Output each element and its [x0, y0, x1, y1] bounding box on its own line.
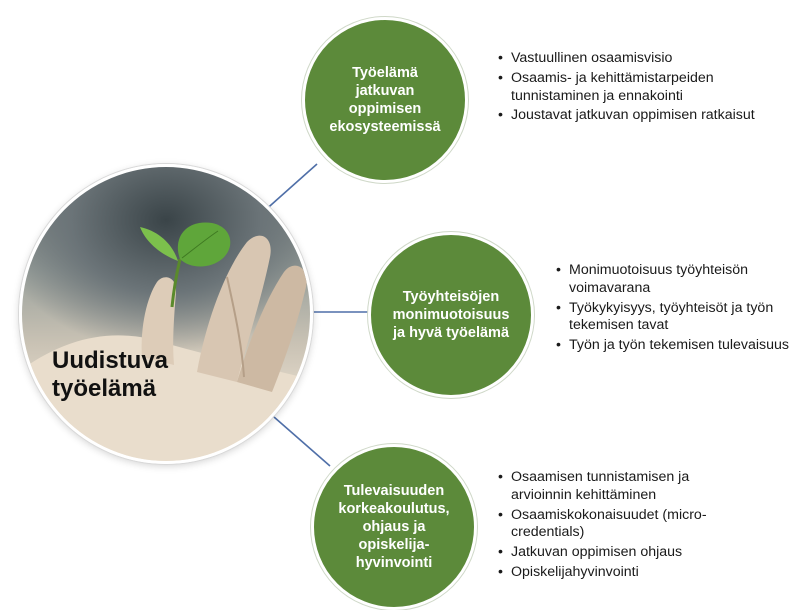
bullet-item: Osaamisen tunnistamisen ja arvioinnin ke… — [497, 469, 737, 505]
finger-2 — [237, 265, 307, 392]
center-title: Uudistuva työelämä — [52, 347, 169, 402]
bullet-item: Osaamiskokonaisuudet (micro-credentials) — [497, 507, 737, 543]
center-photo-circle — [19, 164, 313, 464]
bullet-item: Monimuotoisuus työyhteisön voimavarana — [555, 262, 801, 298]
finger-3 — [141, 277, 177, 365]
sprout-leaf-small — [140, 227, 178, 261]
leaf-vein — [181, 230, 219, 259]
bullet-item: Työkykyisyys, työyhteisöt ja työn tekemi… — [555, 300, 801, 336]
topic-title-2: Työyhteisöjen monimuotoisuus ja hyvä työ… — [392, 289, 510, 341]
sprout-stem — [170, 258, 182, 308]
bullet-list-3: Osaamisen tunnistamisen ja arvioinnin ke… — [497, 469, 737, 584]
connector-line-1 — [261, 163, 318, 214]
bullet-list-2: Monimuotoisuus työyhteisön voimavarana T… — [555, 262, 801, 357]
bullet-item: Osaamis- ja kehittämistarpeiden tunnista… — [497, 70, 767, 106]
bullet-item: Työn ja työn tekemisen tulevaisuus — [555, 337, 801, 355]
bullet-item: Vastuullinen osaamisvisio — [497, 50, 767, 68]
finger-shadow — [226, 276, 245, 378]
bullet-list-1: Vastuullinen osaamisvisio Osaamis- ja ke… — [497, 50, 767, 127]
bullet-item: Opiskelijahyvinvointi — [497, 564, 737, 582]
topic-circle-work-community: Työyhteisöjen monimuotoisuus ja hyvä työ… — [368, 232, 534, 398]
sprout-leaf-large — [177, 222, 231, 267]
topic-title-1: Työelämä jatkuvan oppimisen ekosysteemis… — [329, 65, 441, 135]
topic-title-3: Tulevaisuuden korkeakoulutus, ohjaus ja … — [338, 483, 450, 571]
topic-circle-continuous-learning: Työelämä jatkuvan oppimisen ekosysteemis… — [302, 17, 468, 183]
topic-circle-higher-education: Tulevaisuuden korkeakoulutus, ohjaus ja … — [311, 444, 477, 610]
bullet-item: Joustavat jatkuvan oppimisen ratkaisut — [497, 107, 767, 125]
seedling-in-hand-illustration — [22, 222, 310, 461]
bullet-item: Jatkuvan oppimisen ohjaus — [497, 544, 737, 562]
